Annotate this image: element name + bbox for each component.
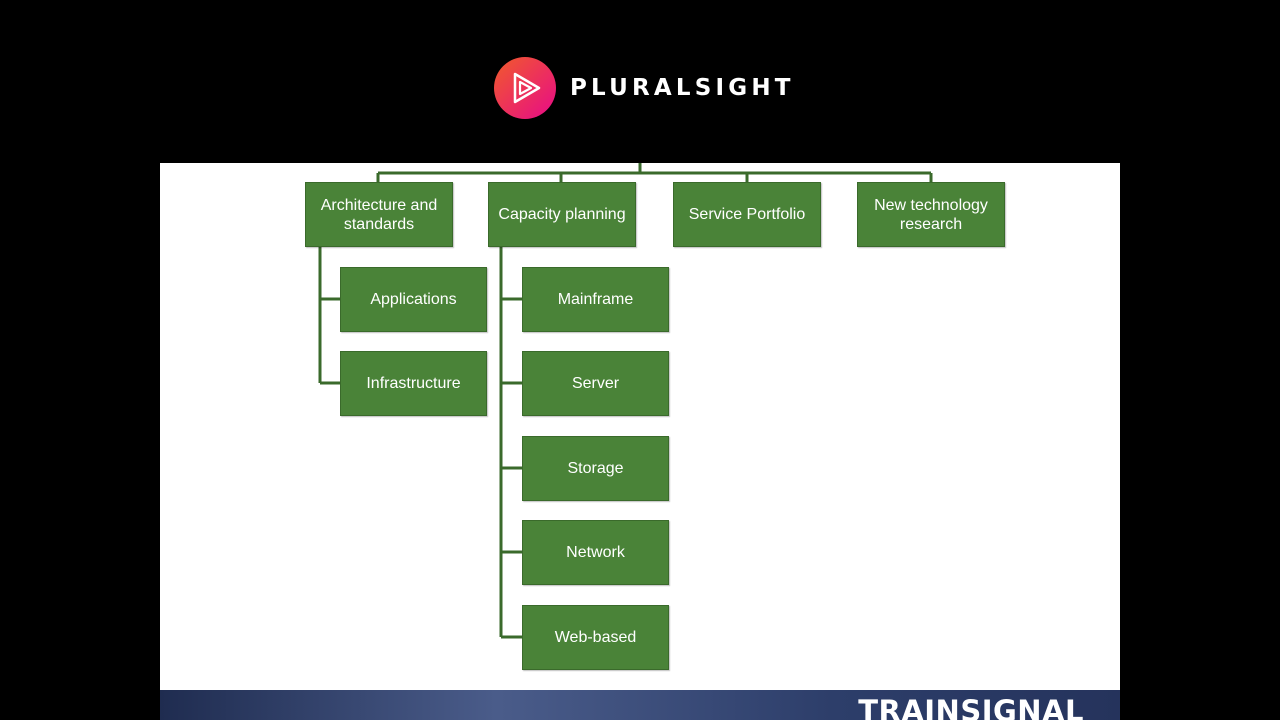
node-applications: Applications <box>340 267 487 332</box>
brand-name: PLURALSIGHT <box>570 75 795 101</box>
pluralsight-brand: PLURALSIGHT <box>494 57 795 119</box>
slide-canvas: Architecture and standards Capacity plan… <box>160 163 1120 720</box>
connector-lines <box>318 163 933 639</box>
node-new-technology-research: New technology research <box>857 182 1005 247</box>
node-network: Network <box>522 520 669 585</box>
node-web-based: Web-based <box>522 605 669 670</box>
trainsignal-logo-text: TRAINSIGNAL <box>858 694 1084 720</box>
node-server: Server <box>522 351 669 416</box>
node-infrastructure: Infrastructure <box>340 351 487 416</box>
play-triangle-icon <box>494 57 556 119</box>
node-service-portfolio: Service Portfolio <box>673 182 821 247</box>
footer-bar <box>160 690 1120 720</box>
node-capacity-planning: Capacity planning <box>488 182 636 247</box>
node-architecture-and-standards: Architecture and standards <box>305 182 453 247</box>
node-storage: Storage <box>522 436 669 501</box>
node-mainframe: Mainframe <box>522 267 669 332</box>
